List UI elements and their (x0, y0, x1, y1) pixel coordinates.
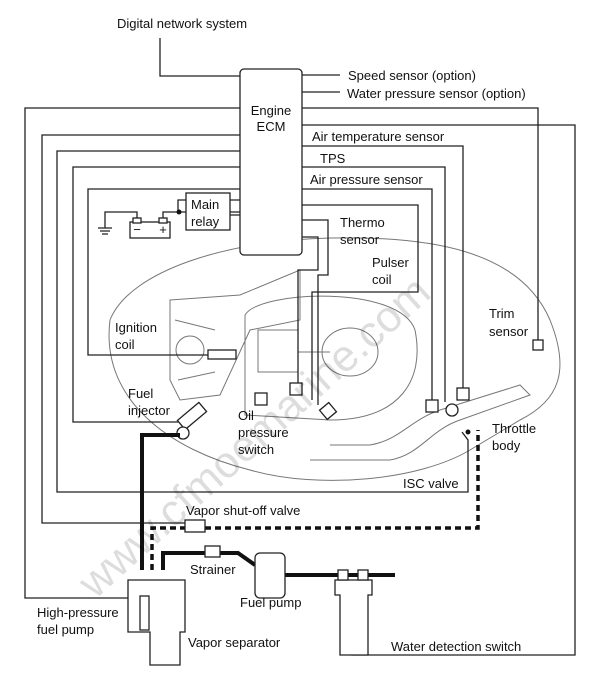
label-thermo-sensor: Thermo (340, 215, 385, 230)
fuel-injector (176, 401, 208, 431)
label-strainer: Strainer (190, 562, 236, 577)
battery (129, 221, 171, 239)
pulser-coil-connector (318, 401, 338, 421)
label-thermo-sensor: sensor (340, 232, 380, 247)
water-separator (334, 579, 373, 656)
fuel-pump (254, 552, 286, 599)
ecm-label: Engine (251, 103, 291, 118)
label-air-temperature-sensor: Air temperature sensor (312, 129, 445, 144)
air-pressure-sensor-connector (425, 399, 439, 413)
label-throttle-body: body (492, 438, 521, 453)
label-pulser-coil: coil (372, 272, 392, 287)
label-throttle-body: Throttle (492, 421, 536, 436)
high-pressure-fuel-pump (139, 595, 150, 631)
battery-plus-icon: + (159, 222, 167, 237)
trim-sensor (532, 339, 544, 351)
tps-sensor (445, 403, 459, 417)
vapor-line (150, 430, 480, 570)
label-trim-sensor: sensor (489, 324, 529, 339)
strainer (204, 545, 221, 558)
label-isc-valve: ISC valve (403, 476, 459, 491)
label-digital-network: Digital network system (117, 16, 247, 31)
label-fuel-injector: injector (128, 403, 171, 418)
high-pressure-fuel-line (140, 433, 180, 570)
label-fuel-pump: Fuel pump (240, 595, 301, 610)
label-pulser-coil: Pulser (372, 255, 410, 270)
label-water-pressure-sensor: Water pressure sensor (option) (347, 86, 526, 101)
spark-plug (207, 349, 237, 360)
main-relay (185, 192, 231, 231)
label-trim-sensor: Trim (489, 306, 515, 321)
label-fuel-injector: Fuel (128, 386, 153, 401)
engine-ecm (239, 68, 303, 256)
label-water-detection-switch: Water detection switch (391, 639, 521, 654)
thermo-sensor-connector (289, 382, 303, 396)
oil-pressure-switch (254, 392, 268, 406)
label-oil-pressure-switch: pressure (238, 425, 289, 440)
label-tps: TPS (320, 151, 346, 166)
label-ignition-coil: Ignition (115, 320, 157, 335)
label-oil-pressure-switch: Oil (238, 408, 254, 423)
label-vapor-shut-off-valve: Vapor shut-off valve (186, 503, 300, 518)
labels: Digital network system Speed sensor (opt… (37, 16, 536, 654)
label-high-pressure-fuel-pump: High-pressure (37, 605, 119, 620)
watermark: www.cfmoemarine.com (68, 267, 439, 608)
vapor-separator (127, 579, 186, 666)
label-speed-sensor: Speed sensor (option) (348, 68, 476, 83)
label-oil-pressure-switch: switch (238, 442, 274, 457)
label-vapor-separator: Vapor separator (188, 635, 281, 650)
battery-minus-icon: − (133, 222, 141, 237)
air-temperature-sensor-connector (456, 387, 470, 401)
main-relay-label: Main (191, 197, 219, 212)
vapor-shut-off-valve (184, 519, 206, 533)
label-ignition-coil: coil (115, 337, 135, 352)
ecm-label: ECM (257, 119, 286, 134)
label-air-pressure-sensor: Air pressure sensor (310, 172, 423, 187)
label-high-pressure-fuel-pump: fuel pump (37, 622, 94, 637)
wiring (24, 38, 576, 656)
junction-dot (176, 209, 182, 215)
main-relay-label: relay (191, 214, 220, 229)
